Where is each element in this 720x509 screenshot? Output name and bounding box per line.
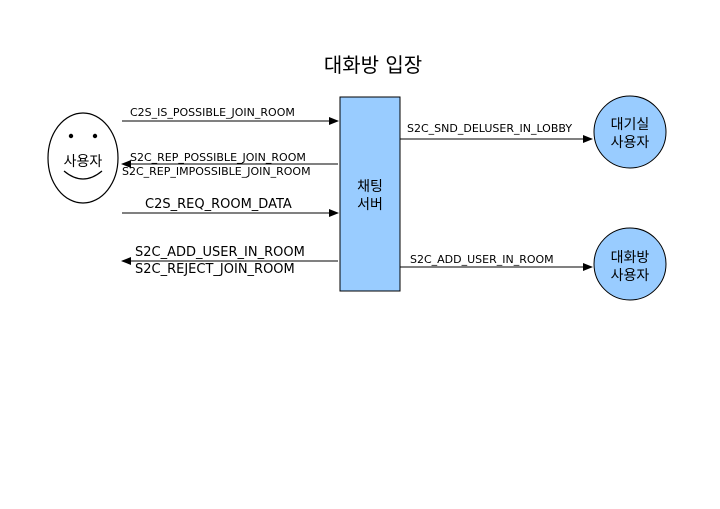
msg-is-possible-join-room: C2S_IS_POSSIBLE_JOIN_ROOM	[130, 106, 295, 119]
room-users-node: 대화방 사용자	[593, 227, 667, 301]
smile-mouth	[63, 170, 103, 180]
lobby-users-circle	[593, 95, 667, 169]
lobby-users-node: 대기실 사용자	[593, 95, 667, 169]
smiley-face-icon	[47, 112, 119, 204]
room-users-label-line1: 대화방	[611, 250, 650, 266]
chat-server-label-line2: 서버	[357, 197, 383, 213]
chat-server-box	[339, 96, 401, 292]
chat-server-label-line1: 채팅	[357, 179, 383, 195]
msg-add-user-in-room-client: S2C_ADD_USER_IN_ROOM	[135, 245, 305, 260]
chat-server-node: 채팅 서버	[339, 96, 401, 292]
client-node: 사용자	[47, 112, 119, 204]
msg-reject-join-room: S2C_REJECT_JOIN_ROOM	[135, 262, 295, 277]
msg-rep-possible-join-room: S2C_REP_POSSIBLE_JOIN_ROOM	[130, 151, 306, 164]
msg-snd-deluser-in-lobby: S2C_SND_DELUSER_IN_LOBBY	[407, 122, 572, 135]
msg-add-user-in-room-room: S2C_ADD_USER_IN_ROOM	[410, 253, 554, 266]
left-eye	[68, 133, 74, 139]
msg-req-room-data: C2S_REQ_ROOM_DATA	[145, 197, 292, 212]
diagram-title: 대화방 입장	[324, 53, 422, 77]
room-users-circle	[593, 227, 667, 301]
lobby-users-label-line1: 대기실	[611, 117, 650, 133]
client-label: 사용자	[64, 154, 103, 170]
room-users-label-line2: 사용자	[611, 268, 650, 284]
lobby-users-label-line2: 사용자	[611, 135, 650, 151]
msg-rep-impossible-join-room: S2C_REP_IMPOSSIBLE_JOIN_ROOM	[122, 165, 311, 178]
right-eye	[92, 133, 98, 139]
